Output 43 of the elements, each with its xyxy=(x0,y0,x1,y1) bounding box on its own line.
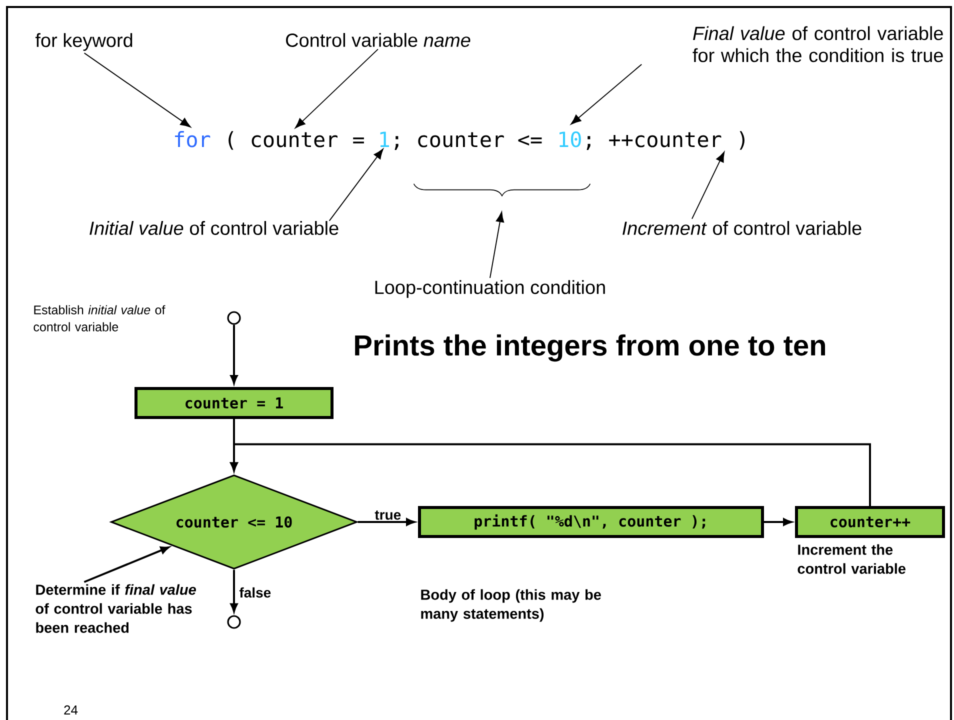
code-token: 1 xyxy=(380,132,390,147)
callout-text: Determine if final value of control variable has been reached xyxy=(36,584,196,633)
process-box: printf( "%d\n", counter ); xyxy=(418,506,764,538)
code-token: ) xyxy=(740,131,744,150)
edge-label: false xyxy=(238,586,272,599)
code-token: ++counter xyxy=(609,132,722,148)
annotation-text: Increment the control variable xyxy=(798,544,906,574)
arrow xyxy=(764,518,792,526)
page-number: 24 xyxy=(64,705,78,714)
callout-text: Loop-continuation condition xyxy=(375,280,605,298)
arrow xyxy=(295,48,378,128)
callout-text: for keyword xyxy=(35,33,132,51)
arrow xyxy=(358,518,415,526)
arrow xyxy=(230,324,238,384)
arrow xyxy=(716,152,725,163)
annotation-text: Body of loop (this may be many statements) xyxy=(421,589,601,622)
process-box: counter = 1 xyxy=(134,387,334,419)
code-token: ; xyxy=(586,136,590,150)
arrow xyxy=(570,64,642,125)
code-token: for xyxy=(175,131,210,148)
callout-text: Increment of control variable xyxy=(622,221,862,235)
edge-label: true xyxy=(374,510,402,521)
code-token: = xyxy=(353,137,364,144)
annotation-text: Establish initial value of control variable xyxy=(34,305,166,332)
code-token: 10 xyxy=(560,131,581,148)
callout-text: Final value of control variable for which the condition is true xyxy=(692,26,943,62)
title: Prints the integers from one to ten xyxy=(355,334,826,362)
arrow xyxy=(490,212,504,278)
terminal-circle xyxy=(227,615,241,629)
code-token: ( xyxy=(228,131,234,150)
arrow xyxy=(230,443,871,506)
arrow xyxy=(230,570,238,612)
code-token: counter xyxy=(252,132,338,148)
arrow xyxy=(328,148,384,222)
arrow xyxy=(84,546,170,583)
curly-brace xyxy=(413,183,591,196)
code-token: ; xyxy=(394,136,398,150)
callout-text: Control variable name xyxy=(286,33,470,47)
code-token: counter <= xyxy=(418,132,542,148)
callout-text: Initial value of control variable xyxy=(90,221,338,235)
terminal-circle xyxy=(227,311,241,325)
process-box: counter++ xyxy=(795,506,945,538)
arrow xyxy=(84,52,191,128)
